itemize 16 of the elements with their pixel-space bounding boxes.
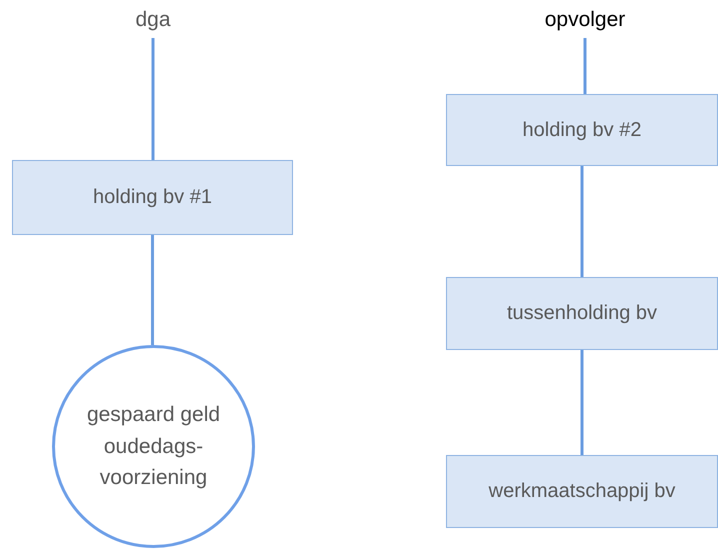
node-text: gespaard geld oudedags-voorziening: [86, 402, 222, 492]
node-text: holding bv #2: [522, 118, 642, 142]
entity-box: [12, 160, 293, 235]
connector-line: [152, 38, 154, 160]
connector-line: [151, 235, 154, 345]
connector-line: [580, 350, 584, 455]
connector-line: [580, 166, 584, 277]
node-text: werkmaatschappij bv: [488, 480, 676, 503]
entity-box: [446, 455, 718, 528]
entity-box: [446, 277, 718, 350]
node-text: tussenholding bv: [506, 302, 658, 325]
connector-line: [584, 38, 586, 94]
entity-box: [446, 94, 718, 166]
entity-label: dga: [115, 2, 191, 38]
entity-label: opvolger: [530, 2, 640, 38]
node-text: holding bv #1: [93, 186, 212, 209]
